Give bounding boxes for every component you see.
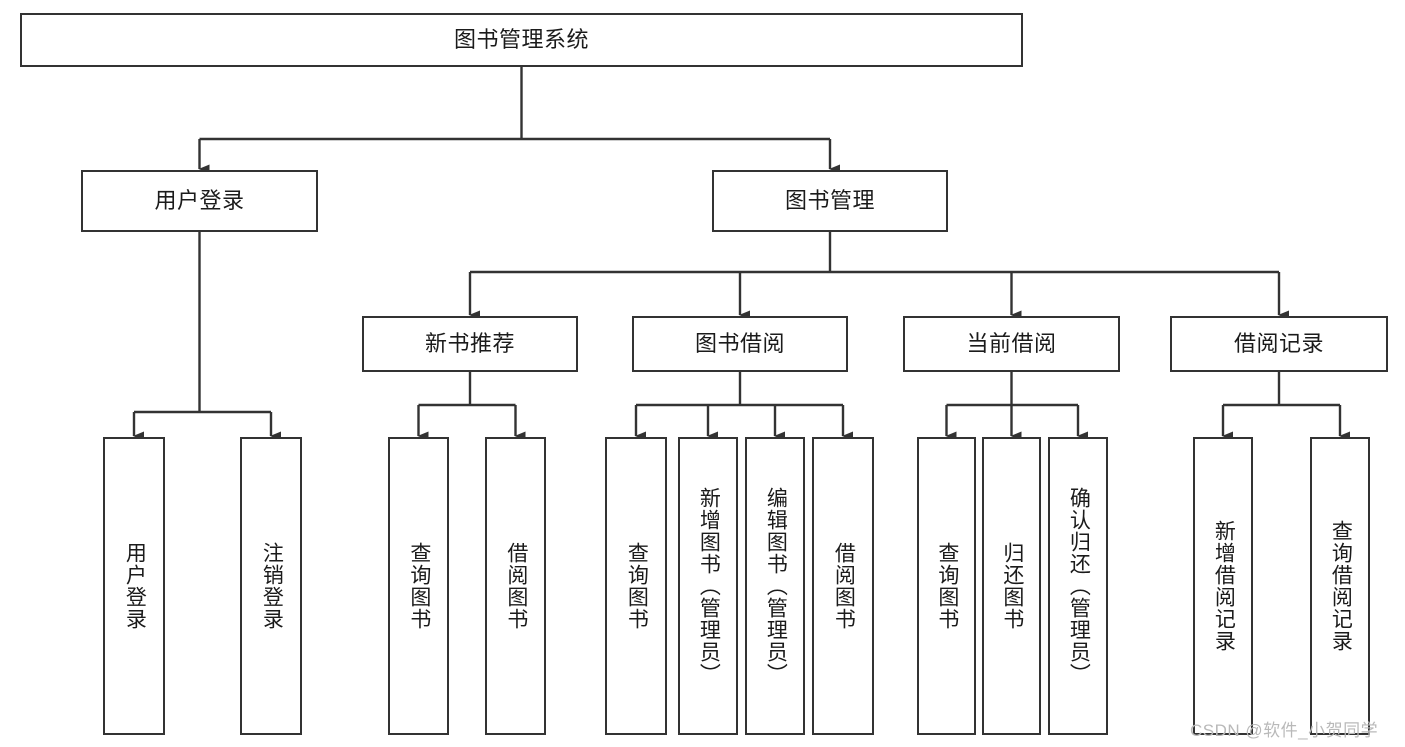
node-label: 借阅记录 bbox=[1233, 330, 1324, 356]
node-leaf-add-record[interactable]: 新增借阅记录 bbox=[1193, 437, 1253, 735]
node-borrow-record[interactable]: 借阅记录 bbox=[1170, 316, 1388, 372]
node-book-borrow[interactable]: 图书借阅 bbox=[632, 316, 848, 372]
node-leaf-query-book-1[interactable]: 查询图书 bbox=[388, 437, 449, 735]
node-leaf-query-book-2[interactable]: 查询图书 bbox=[605, 437, 667, 735]
node-label: 用户登录 bbox=[123, 542, 147, 630]
node-label: 图书管理系统 bbox=[453, 26, 589, 52]
node-label: 查询图书 bbox=[407, 542, 431, 630]
node-new-book-rec[interactable]: 新书推荐 bbox=[362, 316, 578, 372]
node-book-manage[interactable]: 图书管理 bbox=[712, 170, 948, 232]
node-label: 图书管理 bbox=[784, 187, 875, 213]
node-label: 新书推荐 bbox=[424, 330, 515, 356]
node-leaf-logout[interactable]: 注销登录 bbox=[240, 437, 302, 735]
node-label: 编辑图书（管理员） bbox=[764, 487, 788, 685]
node-leaf-confirm-return[interactable]: 确认归还（管理员） bbox=[1048, 437, 1108, 735]
node-label: 查询图书 bbox=[625, 542, 649, 630]
node-label: 用户登录 bbox=[154, 187, 245, 213]
node-leaf-borrow-book-2[interactable]: 借阅图书 bbox=[812, 437, 874, 735]
node-label: 查询借阅记录 bbox=[1329, 520, 1353, 652]
node-label: 归还图书 bbox=[1000, 542, 1024, 630]
node-label: 查询图书 bbox=[935, 542, 959, 630]
node-leaf-add-book[interactable]: 新增图书（管理员） bbox=[678, 437, 738, 735]
node-label: 借阅图书 bbox=[832, 542, 856, 630]
node-leaf-user-login[interactable]: 用户登录 bbox=[103, 437, 165, 735]
node-label: 确认归还（管理员） bbox=[1067, 487, 1091, 685]
node-root[interactable]: 图书管理系统 bbox=[20, 13, 1023, 67]
node-label: 注销登录 bbox=[260, 542, 284, 630]
node-label: 新增图书（管理员） bbox=[697, 487, 721, 685]
node-current-borrow[interactable]: 当前借阅 bbox=[903, 316, 1120, 372]
node-label: 借阅图书 bbox=[504, 542, 528, 630]
node-label: 当前借阅 bbox=[966, 330, 1057, 356]
node-leaf-borrow-book-1[interactable]: 借阅图书 bbox=[485, 437, 546, 735]
node-leaf-query-book-3[interactable]: 查询图书 bbox=[917, 437, 976, 735]
node-leaf-edit-book[interactable]: 编辑图书（管理员） bbox=[745, 437, 805, 735]
node-leaf-query-record[interactable]: 查询借阅记录 bbox=[1310, 437, 1370, 735]
edge-group bbox=[132, 67, 1350, 441]
node-label: 图书借阅 bbox=[694, 330, 785, 356]
node-label: 新增借阅记录 bbox=[1212, 520, 1236, 652]
node-user-login[interactable]: 用户登录 bbox=[81, 170, 318, 232]
node-leaf-return-book[interactable]: 归还图书 bbox=[982, 437, 1041, 735]
